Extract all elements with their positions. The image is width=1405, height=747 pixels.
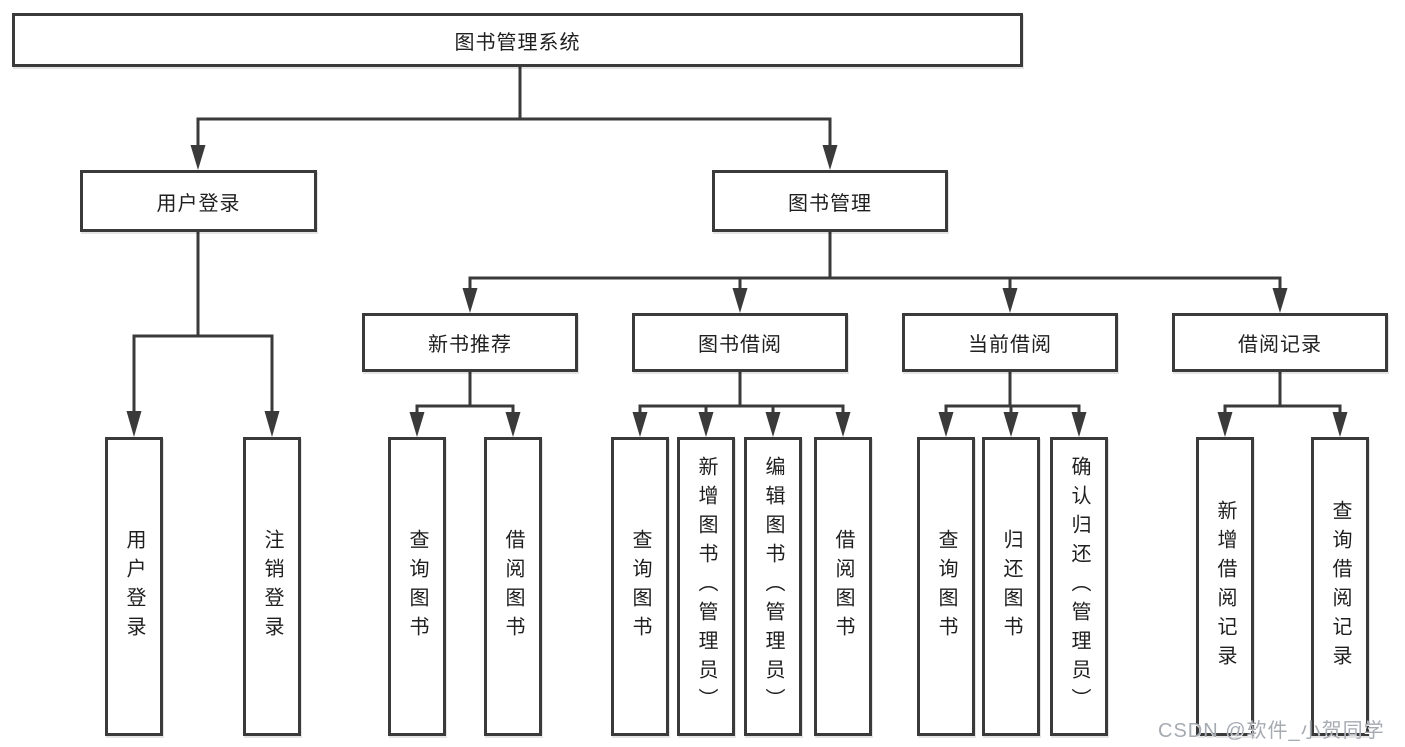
node-label: 新书推荐	[428, 334, 512, 356]
leaf-node-confirm-return-admin: 确认归还（管理员）	[1050, 437, 1108, 736]
node-current-borrow: 当前借阅	[902, 313, 1118, 372]
leaf-node-add-book-admin: 新增图书（管理员）	[677, 437, 735, 736]
node-book-borrow: 图书借阅	[632, 313, 848, 372]
leaf-node-query-books: 查询图书	[917, 437, 975, 736]
leaf-node-edit-book-admin: 编辑图书（管理员）	[744, 437, 802, 736]
leaf-node-add-borrow-record: 新增借阅记录	[1196, 437, 1254, 736]
node-label: 用户登录	[156, 192, 241, 215]
leaf-label: 查询图书	[406, 528, 428, 645]
node-label: 借阅记录	[1238, 334, 1322, 356]
leaf-label: 归还图书	[1000, 528, 1022, 645]
leaf-label: 编辑图书（管理员）	[762, 456, 784, 717]
leaf-label: 新增借阅记录	[1214, 499, 1236, 674]
leaf-node-query-books: 查询图书	[611, 437, 669, 736]
node-book-management: 图书管理	[712, 170, 948, 232]
leaf-node-return-books: 归还图书	[982, 437, 1040, 736]
leaf-label: 新增图书（管理员）	[695, 456, 717, 717]
leaf-label: 借阅图书	[832, 528, 854, 645]
leaf-node-query-borrow-record: 查询借阅记录	[1311, 437, 1369, 736]
leaf-label: 确认归还（管理员）	[1068, 456, 1090, 717]
node-root: 图书管理系统	[12, 13, 1023, 67]
leaf-node-query-books: 查询图书	[388, 437, 446, 736]
node-label: 图书管理系统	[454, 31, 581, 54]
node-label: 图书管理	[788, 192, 872, 215]
leaf-node-borrow-books: 借阅图书	[814, 437, 872, 736]
node-new-book-recommend: 新书推荐	[362, 313, 578, 372]
leaf-label: 查询图书	[935, 528, 957, 645]
leaf-label: 查询借阅记录	[1329, 499, 1351, 674]
node-borrow-records: 借阅记录	[1172, 313, 1388, 372]
node-user-login: 用户登录	[80, 170, 317, 232]
leaf-node-user-login: 用户登录	[105, 437, 163, 736]
leaf-label: 查询图书	[629, 528, 651, 645]
arrowheads	[126, 145, 1348, 437]
leaf-label: 用户登录	[123, 528, 145, 645]
leaf-label: 注销登录	[261, 528, 283, 645]
leaf-label: 借阅图书	[502, 528, 524, 645]
leaf-node-logout: 注销登录	[243, 437, 301, 736]
node-label: 当前借阅	[968, 334, 1052, 356]
csdn-watermark: CSDN @软件_小贺同学	[1158, 720, 1385, 742]
leaf-node-borrow-books: 借阅图书	[484, 437, 542, 736]
node-label: 图书借阅	[698, 334, 782, 356]
